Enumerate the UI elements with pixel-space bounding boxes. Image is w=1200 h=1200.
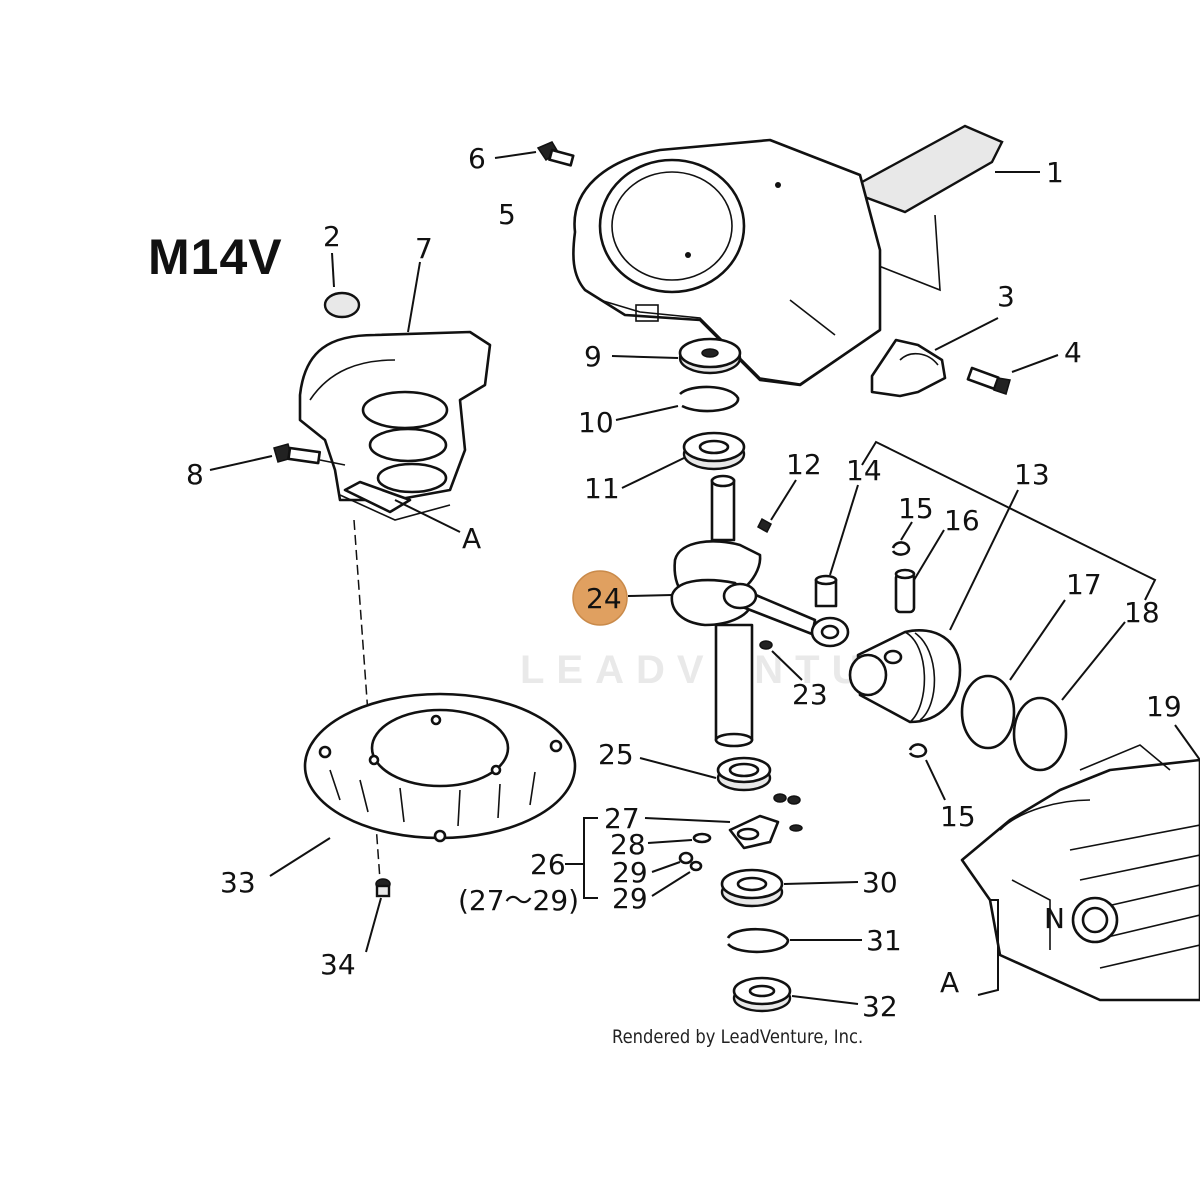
label-33: 33: [220, 866, 256, 899]
label-25: 25: [598, 738, 634, 771]
label-2: 2: [323, 220, 341, 253]
part-2-cap: [323, 252, 361, 319]
part-9-washer: [611, 337, 742, 375]
highlight-marker-24: [572, 570, 628, 626]
part-13-piston: [848, 489, 1019, 724]
label-32: 32: [862, 990, 898, 1023]
label-29-upper: 29: [612, 856, 648, 889]
label-4: 4: [1064, 336, 1082, 369]
label-23: 23: [792, 678, 828, 711]
part-16-piston-pin: [894, 529, 945, 614]
label-5: 5: [498, 198, 516, 231]
label-26: 26: [530, 848, 566, 881]
label-3: 3: [997, 280, 1015, 313]
label-ref-a-right: A: [940, 966, 959, 999]
label-30: 30: [862, 866, 898, 899]
part-4-bolt: [966, 354, 1059, 395]
label-12: 12: [786, 448, 822, 481]
part-31-ring: [726, 927, 862, 954]
ref-a-leader-right: [977, 899, 999, 996]
label-ref-a-left: A: [462, 522, 481, 555]
label-34: 34: [320, 948, 356, 981]
part-8-bolt: [209, 443, 346, 471]
part-6-bolt: [494, 141, 575, 167]
label-7: 7: [415, 232, 433, 265]
part-18-ring: [1012, 621, 1126, 772]
part-25-seal: [639, 756, 772, 792]
label-28: 28: [610, 828, 646, 861]
part-15-clip-upper: [891, 521, 913, 556]
ref-a-leader-left: [394, 499, 461, 533]
part-32-seal: [732, 976, 859, 1013]
label-31: 31: [866, 924, 902, 957]
label-15-upper: 15: [898, 492, 934, 525]
label-6: 6: [468, 142, 486, 175]
label-9: 9: [584, 340, 602, 373]
part-connecting-rod: [722, 582, 850, 648]
part-19-cylinder-block: N: [960, 724, 1200, 1002]
part-10-snap-ring: [615, 385, 740, 421]
label-27: 27: [604, 802, 640, 835]
part-7-crankcase-cover: [298, 261, 492, 521]
part-14-bolt: [814, 484, 859, 608]
group-bracket-26: [583, 817, 598, 899]
label-13: 13: [1014, 458, 1050, 491]
part-3-bracket: [870, 317, 999, 398]
piston-group-bracket: [861, 440, 1157, 601]
label-1: 1: [1046, 156, 1064, 189]
label-29-lower: 29: [612, 882, 648, 915]
label-19: 19: [1146, 690, 1182, 723]
part-11-bearing: [621, 431, 746, 489]
part-labels: 1 2 3 4 5 6 7 8 9 10 11 12 13 14 15 16 1…: [186, 142, 1182, 1023]
part-30-bearing: [720, 868, 859, 908]
label-24: 24: [586, 582, 622, 615]
part-15-clip-lower: [908, 743, 946, 801]
label-10: 10: [578, 406, 614, 439]
label-11: 11: [584, 472, 620, 505]
label-16: 16: [944, 504, 980, 537]
svg-text:N: N: [1044, 902, 1065, 935]
part-34-plug: [365, 878, 391, 953]
label-17: 17: [1066, 568, 1102, 601]
label-15-lower: 15: [940, 800, 976, 833]
part-17-ring: [960, 599, 1066, 750]
part-28-pin: [647, 832, 712, 844]
footer-credit: Rendered by LeadVenture, Inc.: [612, 1026, 864, 1048]
label-8: 8: [186, 458, 204, 491]
part-27-governor: [644, 793, 803, 850]
label-26-range: (27～29): [458, 884, 579, 917]
part-33-flywheel-plate: [269, 692, 577, 877]
part-29-balls: [651, 851, 703, 897]
label-14: 14: [846, 454, 882, 487]
label-18: 18: [1124, 596, 1160, 629]
model-title: M14V: [148, 229, 283, 285]
part-5-blower-housing: [572, 138, 882, 387]
